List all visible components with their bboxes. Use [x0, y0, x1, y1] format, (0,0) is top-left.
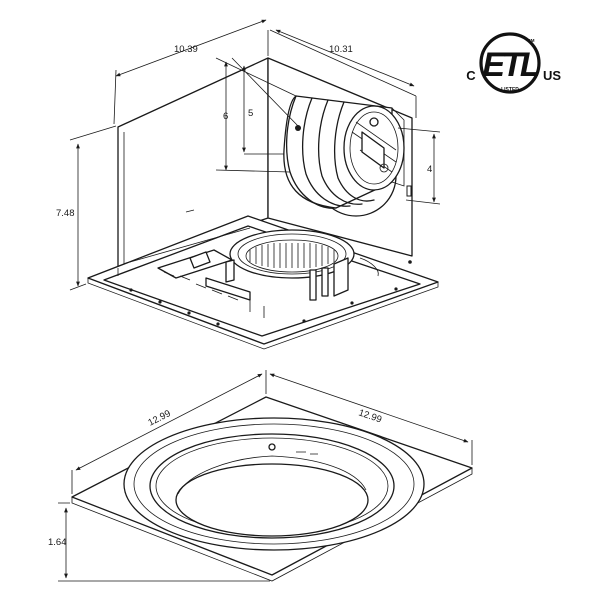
etl-listed-mark: ETL C US LISTED CM — [466, 32, 561, 94]
etl-mark-text: ETL — [482, 46, 538, 84]
blower-wheel — [229, 229, 355, 279]
grille-lens — [175, 463, 369, 537]
etl-ring-text: LISTED — [501, 87, 519, 93]
dim-height-label: 7.48 — [56, 208, 75, 219]
duct-collar — [283, 95, 412, 217]
dim-grille-height-label: 1.64 — [48, 537, 67, 548]
motor-assembly — [157, 249, 412, 318]
etl-ring — [479, 32, 541, 94]
dim-duct-top-label: 5 — [248, 108, 253, 119]
dim-depth-label: 10.31 — [329, 44, 353, 55]
dim-duct-center-label: 6 — [223, 111, 228, 122]
dim-width-label: 10.39 — [174, 44, 198, 55]
dim-grille-right-label: 12.99 — [357, 407, 383, 425]
etl-left-letter: C — [466, 68, 476, 83]
flange-holes — [129, 287, 398, 326]
dim-grille-left-label: 12.99 — [146, 408, 172, 429]
etl-superscript: CM — [528, 38, 535, 43]
dim-duct-diameter-label: 4 — [427, 164, 432, 175]
grille-fastener — [268, 443, 276, 451]
housing-top-view — [87, 57, 439, 350]
top-dimensions: 10.39 10.31 7.48 6 5 4 — [56, 19, 441, 291]
etl-right-letters: US — [543, 68, 561, 83]
grille-bottom-view — [71, 396, 473, 582]
